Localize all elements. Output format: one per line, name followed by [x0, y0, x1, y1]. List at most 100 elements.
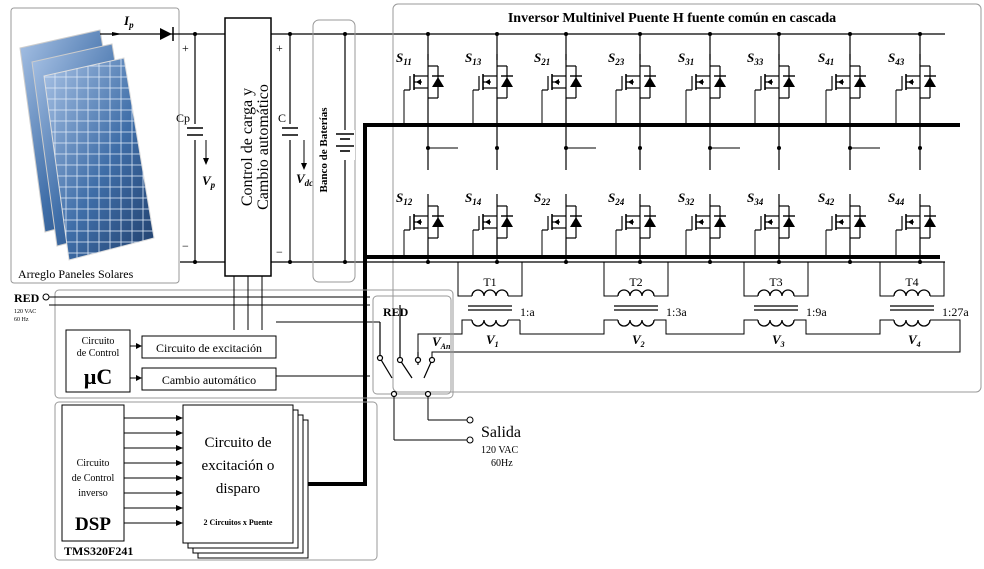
svg-text:de Control: de Control	[72, 473, 115, 484]
gate-driver-stack	[182, 404, 309, 559]
switch-label: S13	[465, 50, 482, 67]
solar-array-label: Arreglo Paneles Solares	[18, 267, 134, 281]
transformer-label: T1	[483, 275, 496, 289]
switch-bottom-0: S12	[396, 190, 444, 250]
diode-icon	[783, 77, 795, 87]
diode-icon	[854, 217, 866, 227]
switch-label: S42	[818, 190, 835, 207]
solar-block	[10, 7, 180, 284]
ip-label: Ip	[123, 13, 134, 30]
micro-controller-box	[65, 329, 131, 393]
diode-icon	[570, 217, 582, 227]
transformer-secondary-icon	[471, 319, 509, 327]
grid-terminal-icon	[42, 293, 50, 301]
svg-text:−: −	[182, 239, 189, 253]
arrow-icon	[176, 460, 183, 466]
switch-top-3: S23	[608, 50, 656, 110]
charge-control-line1: Control de carga y	[239, 88, 256, 206]
arrow-icon	[176, 520, 183, 526]
svg-text:Circuito: Circuito	[77, 458, 110, 469]
dsp-block	[54, 401, 378, 561]
svg-text:inverso: inverso	[78, 488, 107, 499]
diode-icon	[714, 217, 726, 227]
svg-text:excitación o: excitación o	[202, 458, 275, 474]
switch-bottom-6: S42	[818, 190, 866, 250]
transformer-label: T4	[905, 275, 918, 289]
dsp-controller-box	[61, 404, 125, 542]
switch-top-5: S33	[747, 50, 795, 110]
excitation-circuit-box	[141, 335, 277, 359]
diode-icon	[924, 77, 936, 87]
switch-label: S41	[818, 50, 834, 67]
switch-label: S31	[678, 50, 694, 67]
inverter-title: Inversor Multinivel Puente H fuente comú…	[508, 11, 836, 26]
diode-icon	[644, 77, 656, 87]
switch-top-1: S13	[465, 50, 513, 110]
transformer-secondary-icon	[617, 319, 655, 327]
transformer-primary-icon	[893, 289, 931, 297]
switch-bottom-7: S44	[888, 190, 936, 250]
vdc-label: Vdc	[296, 171, 313, 188]
gate-driver-box	[182, 404, 294, 544]
secondary-chain	[417, 319, 472, 360]
gate-driver-note: 2 Circuitos x Puente	[204, 518, 273, 527]
dsp-chip-label: TMS320F241	[64, 544, 133, 558]
transformer-secondary-icon	[893, 319, 931, 327]
diode-icon	[783, 217, 795, 227]
diode-icon	[644, 217, 656, 227]
switch-label: S22	[534, 190, 551, 207]
output-spec1: 120 VAC	[481, 445, 518, 456]
switch-label: S32	[678, 190, 695, 207]
diode-icon	[432, 77, 444, 87]
control-block	[54, 289, 454, 399]
switch-top-0: S11	[396, 50, 444, 110]
transformer-ratio: 1:9a	[806, 305, 827, 319]
charge-controller-box	[224, 17, 272, 277]
switch-label: S11	[396, 50, 412, 67]
svg-text:Cambio automático: Cambio automático	[162, 373, 256, 387]
svg-text:+: +	[182, 41, 189, 55]
cp-label: Cp	[176, 111, 190, 125]
diode-icon	[714, 77, 726, 87]
vp-label: Vp	[202, 173, 216, 190]
switch-top-7: S43	[888, 50, 936, 110]
arrow-icon	[176, 415, 183, 421]
transformer-ratio: 1:3a	[666, 305, 687, 319]
diode-icon	[432, 217, 444, 227]
charge-control-line2: Cambio automático	[255, 84, 272, 210]
battery-icon	[336, 133, 354, 152]
switch-bottom-1: S14	[465, 190, 513, 250]
secondary-voltage-label: V2	[632, 332, 645, 349]
switch-top-2: S21	[534, 50, 582, 110]
dsp-gate-arrows	[124, 415, 183, 526]
arrow-icon	[176, 475, 183, 481]
svg-text:disparo: disparo	[216, 481, 260, 497]
relay-box	[372, 295, 452, 395]
diode-icon	[501, 77, 513, 87]
arrow-icon	[176, 445, 183, 451]
inverter-block	[392, 3, 982, 393]
micro-label: µC	[84, 364, 113, 389]
output-terminal-icon	[466, 416, 474, 424]
current-arrow-icon	[112, 32, 122, 36]
switch-label: S44	[888, 190, 905, 207]
grid-label: RED	[14, 291, 40, 305]
switch-label: S12	[396, 190, 413, 207]
switch-bottom-5: S34	[747, 190, 795, 250]
transformer-ratio: 1:a	[520, 305, 535, 319]
van-label: VAn	[432, 334, 451, 351]
transformer-ratio: 1:27a	[942, 305, 969, 319]
svg-text:−: −	[276, 245, 283, 259]
switch-bottom-4: S32	[678, 190, 726, 250]
arrow-icon	[176, 505, 183, 511]
h-bridges: S11S12S13S14S21S22S23S24S31S32S33S34S41S…	[360, 32, 969, 360]
c-label: C	[278, 111, 286, 125]
transformer-label: T3	[769, 275, 782, 289]
switch-top-6: S41	[818, 50, 866, 110]
switch-label: S33	[747, 50, 764, 67]
output-spec2: 60Hz	[491, 458, 513, 469]
svg-text:+: +	[276, 41, 283, 55]
diode-icon	[924, 217, 936, 227]
secondary-voltage-label: V3	[772, 332, 785, 349]
